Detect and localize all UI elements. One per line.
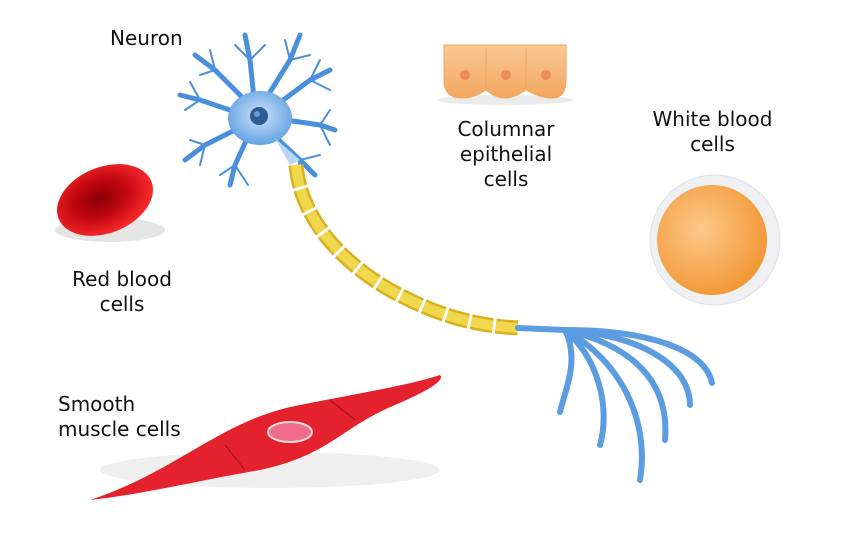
white-blood-cell-image [649,174,781,306]
label-line: White blood [652,107,773,131]
neuron-nucleolus [254,111,260,117]
label-red-blood-cells: Red blood cells [62,267,182,317]
label-line: Smooth [58,392,136,416]
myelin-sheath [291,164,521,333]
label-line: cells [483,167,529,191]
axon-terminals [515,325,715,483]
smooth-muscle-cell-image [90,375,441,500]
red-blood-cell-image [55,164,165,242]
label-white-blood-cells: White blood cells [640,107,785,157]
axon-hillock [275,138,300,165]
muscle-nucleus [267,421,313,443]
columnar-epithelial-cells-image [437,44,573,105]
label-line: cells [690,132,735,156]
label-smooth-muscle-cells: Smooth muscle cells [58,392,181,442]
label-line: muscle cells [58,417,181,441]
label-line: Red blood [72,267,172,291]
label-line: cells [99,292,145,316]
label-neuron: Neuron [110,26,183,50]
label-columnar-epithelial-cells: Columnar epithelial cells [446,117,566,192]
label-line: Columnar [457,117,555,141]
label-line: epithelial [459,142,553,166]
